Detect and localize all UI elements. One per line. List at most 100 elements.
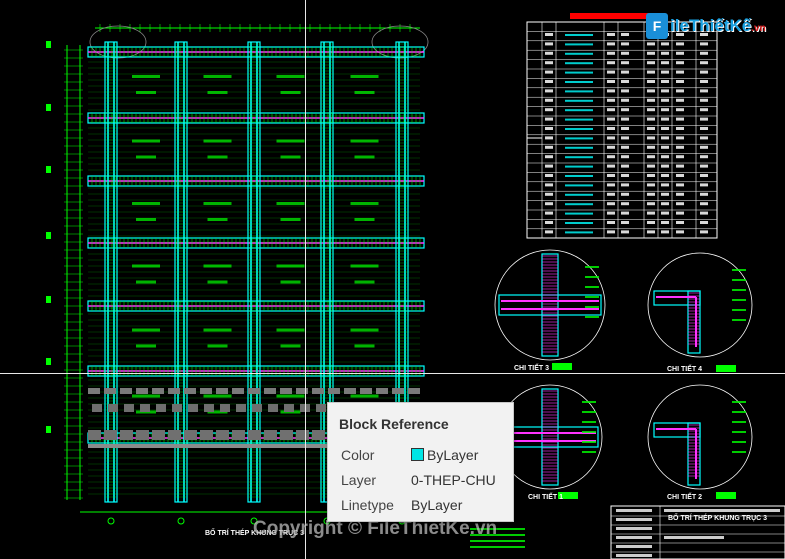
table-value bbox=[647, 164, 655, 168]
foundation-block bbox=[200, 430, 213, 440]
rebar-label bbox=[132, 139, 160, 143]
table-value bbox=[661, 174, 669, 177]
foundation-block bbox=[296, 430, 309, 440]
detail-note bbox=[582, 431, 596, 433]
table-value bbox=[700, 89, 708, 93]
foundation-block bbox=[104, 430, 117, 440]
table-value bbox=[647, 80, 655, 83]
title-block-border bbox=[610, 505, 785, 559]
table-value bbox=[621, 108, 629, 112]
table-value bbox=[676, 174, 684, 177]
detail-label-3: CHI TIẾT 3 bbox=[514, 365, 550, 372]
table-value bbox=[545, 51, 553, 55]
table-value bbox=[607, 89, 615, 93]
foundation-block bbox=[360, 388, 372, 394]
table-value bbox=[607, 70, 615, 74]
detail-note bbox=[732, 441, 746, 443]
detail-circle bbox=[647, 252, 753, 358]
foundation-block bbox=[264, 388, 276, 394]
table-value bbox=[545, 108, 553, 112]
foundation-block bbox=[216, 430, 229, 440]
table-value bbox=[607, 136, 615, 140]
table-value bbox=[545, 221, 553, 224]
detail-scale-badge bbox=[552, 363, 572, 370]
detail-callouts bbox=[494, 249, 753, 499]
foundation-block bbox=[140, 404, 150, 412]
table-value bbox=[621, 98, 629, 102]
table-value bbox=[676, 192, 684, 196]
table-value bbox=[647, 98, 655, 102]
table-value bbox=[661, 183, 669, 187]
detail-note bbox=[585, 266, 599, 268]
table-value bbox=[700, 117, 708, 121]
table-value bbox=[647, 145, 655, 149]
foundation-block bbox=[376, 388, 388, 394]
foundation-block bbox=[88, 430, 101, 440]
rebar-label bbox=[132, 394, 160, 398]
table-shape bbox=[565, 222, 593, 224]
table-value bbox=[647, 221, 655, 224]
detail-1 bbox=[497, 384, 603, 490]
foundation-block bbox=[156, 404, 166, 412]
table-value bbox=[700, 183, 708, 187]
table-value bbox=[621, 174, 629, 177]
table-value bbox=[621, 80, 629, 83]
title-block-text-bar bbox=[616, 554, 652, 557]
detail-note bbox=[732, 401, 746, 403]
foundation-block bbox=[252, 404, 262, 412]
table-shape bbox=[565, 146, 593, 149]
foundation-block bbox=[248, 430, 261, 440]
rebar-label bbox=[280, 344, 301, 348]
detail-note bbox=[585, 296, 599, 298]
table-value bbox=[647, 127, 655, 130]
foundation-block bbox=[312, 430, 325, 440]
table-value bbox=[545, 164, 553, 168]
table-value bbox=[676, 230, 684, 234]
table-value bbox=[700, 192, 708, 196]
tooltip-layer-value: 0-THEP-CHU bbox=[411, 472, 496, 488]
foundation-block bbox=[316, 404, 326, 412]
foundation-block bbox=[216, 388, 228, 394]
foundation-block bbox=[232, 388, 244, 394]
rebar-label bbox=[203, 394, 232, 398]
table-shape bbox=[565, 193, 593, 196]
table-value bbox=[607, 211, 615, 215]
foundation-block bbox=[152, 430, 165, 440]
axis-marker-block bbox=[46, 296, 51, 303]
tooltip-color-label: Color bbox=[341, 447, 375, 463]
table-value bbox=[676, 61, 684, 65]
table-value bbox=[607, 164, 615, 168]
table-value bbox=[700, 33, 708, 36]
table-value bbox=[676, 108, 684, 112]
rebar-label bbox=[136, 155, 156, 159]
table-value bbox=[545, 155, 553, 159]
table-shape bbox=[565, 81, 593, 83]
detail-note bbox=[732, 279, 746, 281]
rebar-label bbox=[207, 410, 228, 414]
color-swatch-icon bbox=[411, 448, 424, 461]
foundation-block bbox=[120, 430, 133, 440]
grid-bubble bbox=[177, 517, 185, 525]
title-block bbox=[470, 505, 785, 559]
title-block-text-bar bbox=[616, 518, 652, 521]
rebar-label bbox=[350, 264, 379, 268]
table-shape bbox=[565, 34, 593, 36]
table-value bbox=[661, 89, 669, 93]
table-value bbox=[621, 211, 629, 215]
table-value bbox=[545, 33, 553, 36]
rebar-label bbox=[280, 91, 301, 94]
rebar-label bbox=[276, 139, 305, 143]
legend-note-line bbox=[470, 540, 525, 542]
table-value bbox=[647, 155, 655, 159]
table-value bbox=[700, 136, 708, 140]
table-value bbox=[607, 51, 615, 55]
detail-note bbox=[732, 451, 746, 453]
site-logo: F ileThiếtKế.vn bbox=[646, 10, 766, 42]
table-value bbox=[700, 98, 708, 102]
table-value bbox=[545, 117, 553, 121]
detail-label-2: CHI TIẾT 2 bbox=[667, 494, 703, 501]
axis-marker-block bbox=[46, 41, 51, 48]
table-value bbox=[647, 42, 655, 46]
table-value bbox=[700, 145, 708, 149]
foundation-block bbox=[280, 430, 293, 440]
